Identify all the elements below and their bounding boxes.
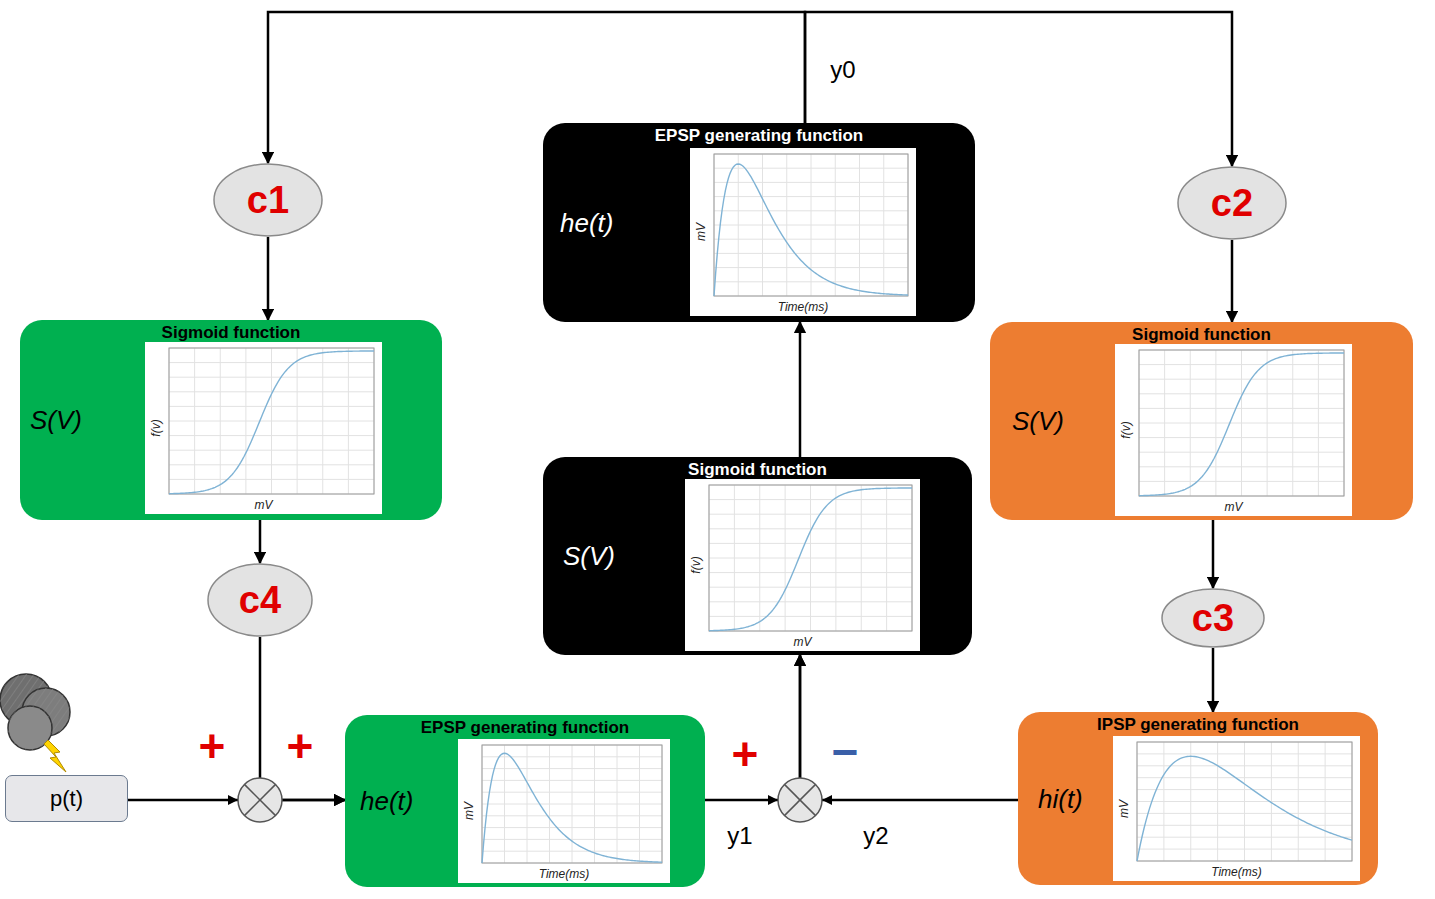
function-name: he(t) — [560, 207, 613, 238]
signal-connector — [1212, 648, 1215, 712]
gain-ellipse: c4 — [207, 563, 313, 637]
function-name: S(V) — [1012, 406, 1064, 437]
box-title: EPSP generating function — [345, 718, 705, 738]
signal-connector — [799, 322, 802, 457]
plot-graph — [690, 148, 916, 316]
summing-junction — [228, 778, 282, 822]
gain-name: c4 — [239, 581, 281, 619]
axis-label-y: mV — [463, 802, 475, 820]
axis-label-x: Time(ms) — [690, 301, 916, 313]
plot-panel: mV Time(ms) — [1113, 736, 1360, 881]
input-box: p(t) — [5, 775, 128, 822]
gain-ellipse: c1 — [213, 163, 323, 237]
signal-connector — [1212, 520, 1215, 588]
function-box: mV Time(ms) IPSP generating function hi(t) — [1018, 712, 1378, 885]
axis-label-x: Time(ms) — [1113, 866, 1360, 878]
sign-minus: − — [832, 729, 859, 775]
gain-name: c2 — [1211, 184, 1253, 222]
signal-connector — [1231, 240, 1234, 322]
signal-connector — [259, 520, 262, 563]
function-name: hi(t) — [1038, 783, 1083, 814]
axis-label-y: f(v) — [150, 419, 162, 436]
box-title: EPSP generating function — [543, 126, 975, 146]
signal-connector — [260, 637, 345, 800]
neuron-icon — [0, 674, 70, 772]
axis-label-x: mV — [685, 636, 920, 648]
axis-label-x: mV — [145, 499, 382, 511]
plot-graph — [1115, 344, 1352, 516]
sign-plus: + — [732, 731, 759, 777]
box-title: Sigmoid function — [990, 325, 1413, 345]
axis-label-y: mV — [1118, 800, 1130, 818]
gain-name: c1 — [247, 181, 289, 219]
signal-connector — [705, 655, 800, 800]
function-box: f(v) mV Sigmoid functionS(V) — [543, 457, 972, 655]
input-name: p(t) — [50, 788, 83, 810]
axis-label-x: Time(ms) — [458, 868, 670, 880]
function-name: S(V) — [30, 405, 82, 436]
plot-graph — [458, 739, 670, 883]
axis-label-y: f(v) — [1120, 421, 1132, 438]
function-box: f(v) mV Sigmoid functionS(V) — [20, 320, 442, 520]
sign-plus: + — [199, 723, 226, 769]
plot-graph — [145, 342, 382, 514]
sign-plus: + — [287, 723, 314, 769]
function-name: he(t) — [360, 786, 413, 817]
function-box: mV Time(ms) EPSP generating function he(t) — [543, 123, 975, 322]
plot-panel: f(v) mV — [1115, 344, 1352, 516]
plot-panel: f(v) mV — [685, 479, 920, 651]
plot-graph — [685, 479, 920, 651]
axis-label-y: mV — [695, 223, 707, 241]
gain-ellipse: c2 — [1177, 166, 1287, 240]
function-box: mV Time(ms) EPSP generating function he(t) — [345, 715, 705, 887]
function-name: S(V) — [563, 541, 615, 572]
signal-connector — [267, 237, 270, 320]
axis-label-x: mV — [1115, 501, 1352, 513]
function-box: f(v) mV Sigmoid functionS(V) — [990, 322, 1413, 520]
signal-name: y2 — [863, 824, 888, 848]
gain-ellipse: c3 — [1161, 588, 1265, 648]
plot-panel: mV Time(ms) — [458, 739, 670, 883]
summing-junction — [768, 778, 832, 822]
box-title: IPSP generating function — [1018, 715, 1378, 735]
plot-graph — [1113, 736, 1360, 881]
signal-name: y0 — [830, 58, 855, 82]
gain-name: c3 — [1192, 599, 1234, 637]
box-title: Sigmoid function — [543, 460, 972, 480]
signal-connector — [800, 655, 1018, 800]
plot-panel: f(v) mV — [145, 342, 382, 514]
box-title: Sigmoid function — [20, 323, 442, 343]
plot-panel: mV Time(ms) — [690, 148, 916, 316]
signal-name: y1 — [727, 824, 752, 848]
axis-label-y: f(v) — [690, 556, 702, 573]
